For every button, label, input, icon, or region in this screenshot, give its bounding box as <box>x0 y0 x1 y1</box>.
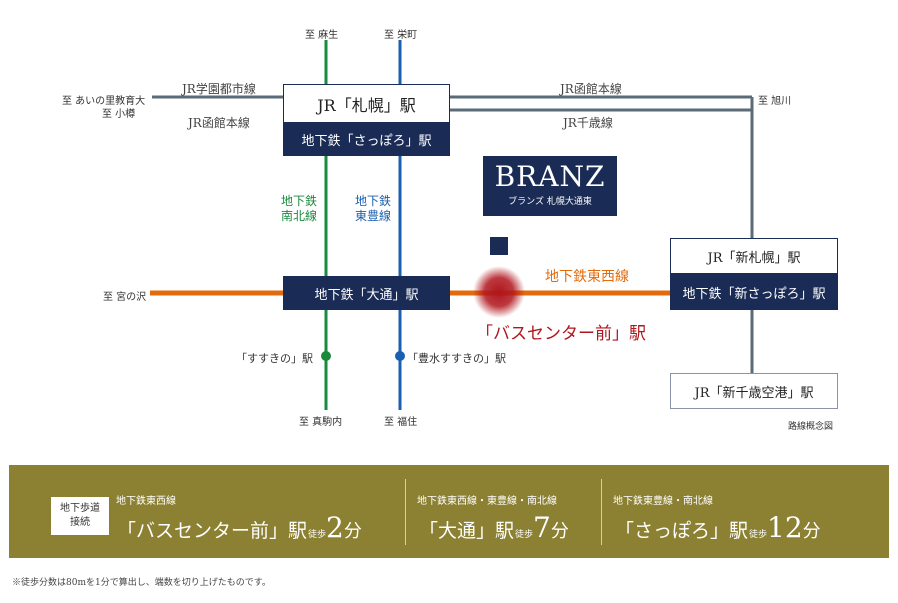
walk-3-station: 「さっぽろ」駅 <box>615 520 749 542</box>
underground-walkway-tag-2: 接続 <box>70 517 90 528</box>
underground-walkway-tag: 地下歩道 接続 <box>51 497 109 535</box>
station-subway-shin-sapporo: 地下鉄「新さっぽろ」駅 <box>670 274 838 310</box>
walk-time-panel: 地下歩道 接続 地下鉄東西線 「バスセンター前」駅徒歩2分 地下鉄東西線・東豊線… <box>9 465 889 558</box>
direction-sakaemachi: 至 栄町 <box>384 30 418 41</box>
walk-1-station: 「バスセンター前」駅 <box>117 520 308 542</box>
footer-divider-1 <box>405 479 406 545</box>
direction-makomanai: 至 真駒内 <box>299 417 343 428</box>
walk-1-unit: 分 <box>343 521 362 542</box>
direction-ainosato: 至 あいの里教育大 <box>62 96 146 107</box>
walk-2: 「大通」駅徒歩7分 <box>419 511 569 544</box>
walk-1-walk: 徒歩 <box>308 530 327 540</box>
station-subway-sapporo: 地下鉄「さっぽろ」駅 <box>283 123 450 156</box>
line-label-toho: 地下鉄 東豊線 <box>353 194 393 224</box>
line-label-namboku-1: 地下鉄 <box>280 194 317 208</box>
walk-2-minutes: 7 <box>533 511 551 544</box>
direction-asabu: 至 麻生 <box>305 30 339 41</box>
susukino-dot <box>321 351 331 361</box>
line-label-tozai: 地下鉄東西線 <box>545 269 629 285</box>
line-label-namboku-2: 南北線 <box>280 209 317 223</box>
branz-logo-name: BRANZ <box>494 160 606 193</box>
branz-logo-subtitle: ブランズ 札幌大通東 <box>508 197 592 207</box>
station-jr-sapporo: JR「札幌」駅 <box>283 84 450 123</box>
station-susukino: 「すすきの」駅 <box>236 352 313 365</box>
branz-location-marker <box>490 237 508 255</box>
line-label-jr-chitose: JR千歳線 <box>563 116 613 130</box>
map-note: 路線概念図 <box>788 422 834 432</box>
walk-1-lines: 地下鉄東西線 <box>116 496 176 507</box>
direction-miyanosawa: 至 宮の沢 <box>103 292 147 303</box>
station-odori: 地下鉄「大通」駅 <box>283 276 450 310</box>
line-label-namboku: 地下鉄 南北線 <box>279 194 319 224</box>
walk-2-station: 「大通」駅 <box>419 520 515 542</box>
line-label-toho-1: 地下鉄 <box>354 194 391 208</box>
line-label-jr-hakodate-east: JR函館本線 <box>560 82 622 96</box>
walk-3-unit: 分 <box>802 521 821 542</box>
walk-3-lines: 地下鉄東豊線・南北線 <box>613 496 713 507</box>
station-hosui-susukino: 「豊水すすきの」駅 <box>407 352 506 365</box>
footnote: ※徒歩分数は80mを1分で算出し、端数を切り上げたものです。 <box>12 578 271 588</box>
direction-otaru: 至 小樽 <box>102 109 136 120</box>
branz-logo: BRANZ ブランズ 札幌大通東 <box>483 156 617 216</box>
hosui-susukino-dot <box>395 351 405 361</box>
direction-fukuzumi: 至 福住 <box>384 417 418 428</box>
line-label-toho-2: 東豊線 <box>354 209 391 223</box>
walk-2-lines: 地下鉄東西線・東豊線・南北線 <box>417 496 557 507</box>
underground-walkway-tag-1: 地下歩道 <box>60 503 100 514</box>
walk-3-minutes: 12 <box>767 511 803 544</box>
station-bus-center: 「バスセンター前」駅 <box>476 324 646 344</box>
station-new-chitose: JR「新千歳空港」駅 <box>670 373 838 409</box>
line-label-jr-gakuentoshi: JR学園都市線 <box>182 82 256 96</box>
walk-3-walk: 徒歩 <box>749 530 768 540</box>
line-label-jr-hakodate-west: JR函館本線 <box>188 116 250 130</box>
station-jr-shin-sapporo: JR「新札幌」駅 <box>670 238 838 274</box>
walk-3: 「さっぽろ」駅徒歩12分 <box>615 511 821 544</box>
walk-1-minutes: 2 <box>326 511 344 544</box>
walk-2-walk: 徒歩 <box>515 530 534 540</box>
bus-center-marker <box>473 266 525 318</box>
footer-divider-2 <box>601 479 602 545</box>
direction-asahikawa: 至 旭川 <box>758 96 792 107</box>
walk-2-unit: 分 <box>550 521 569 542</box>
walk-1: 「バスセンター前」駅徒歩2分 <box>117 511 362 544</box>
